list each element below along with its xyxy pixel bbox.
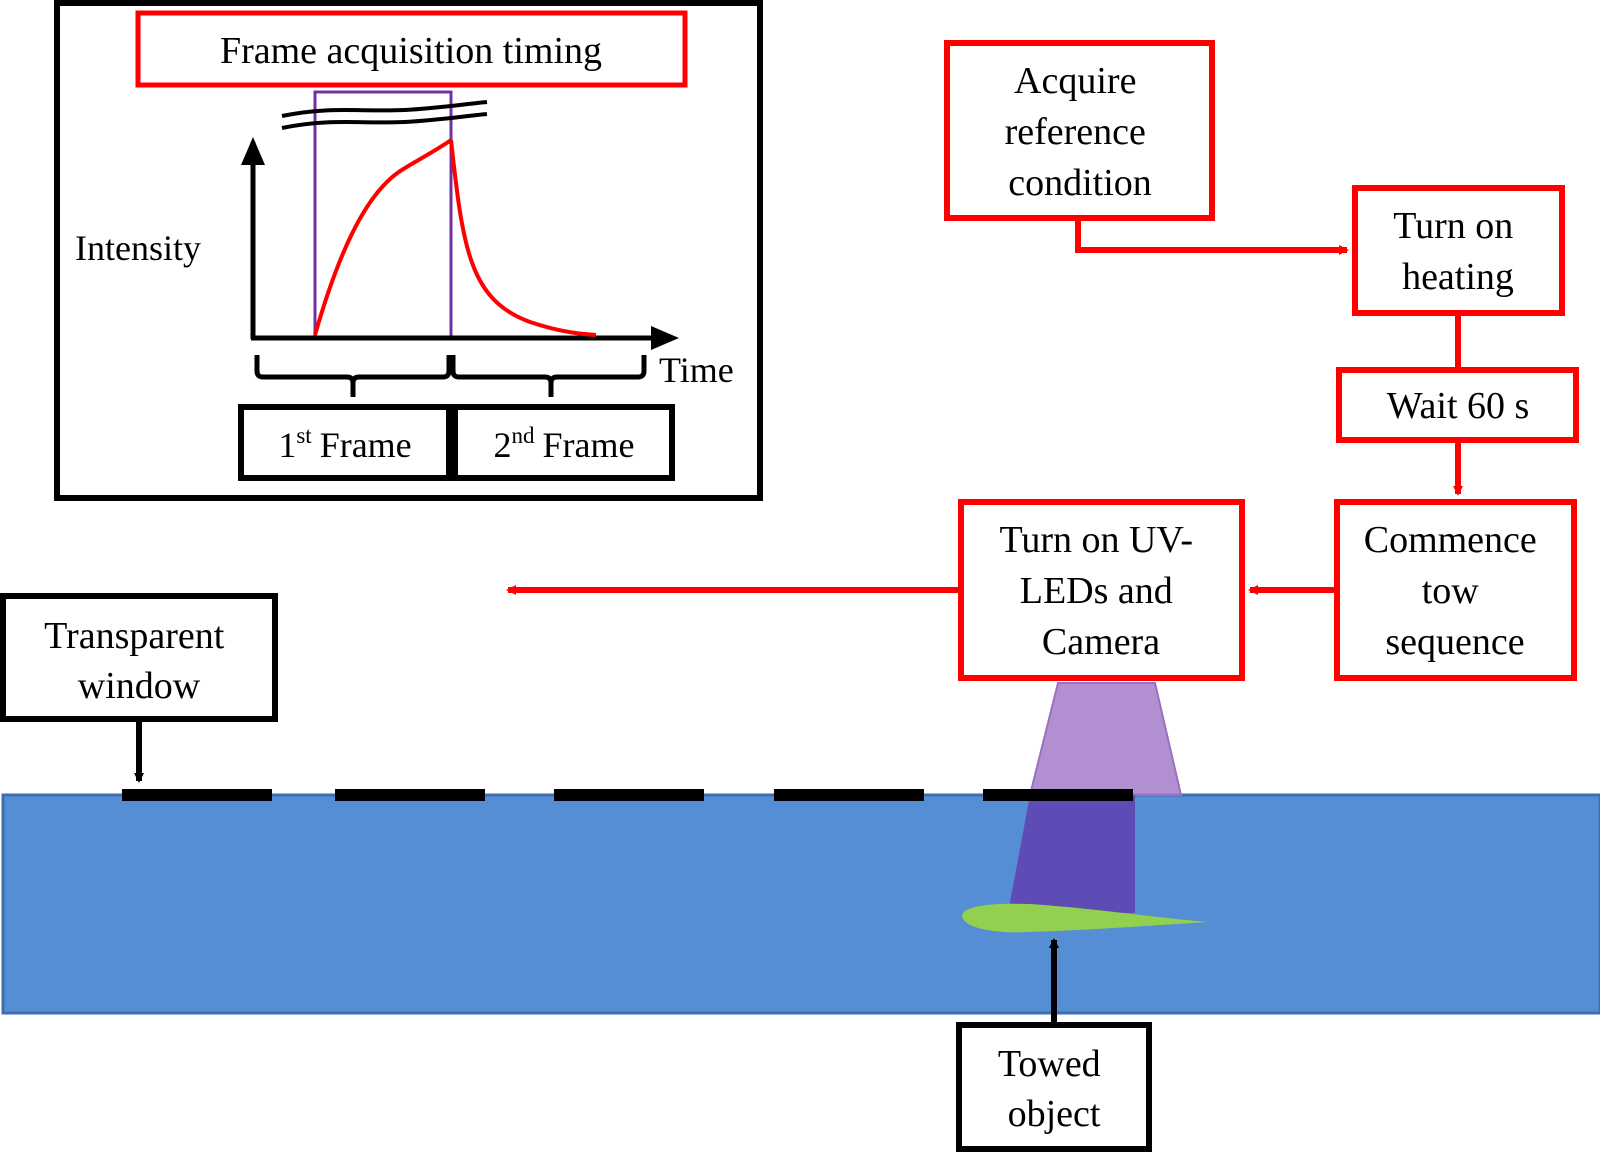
- wait-box: [1336, 367, 1579, 443]
- uv-light-beam-water: [1008, 795, 1135, 913]
- inset-title-box: [135, 10, 688, 88]
- x-axis-arrowhead: [651, 326, 679, 350]
- frame1-brace: [254, 355, 452, 397]
- uv-light-cone-upper: [1028, 682, 1183, 796]
- frame2-brace: [450, 355, 647, 397]
- acquire-reference-box: [944, 40, 1215, 221]
- intensity-curve-decay: [449, 139, 597, 337]
- turn-on-heating-label: Turn on heating: [1393, 205, 1523, 298]
- acquire-reference-label: Acquire reference condition: [1005, 60, 1156, 204]
- frame1-label: 1st Frame: [278, 423, 411, 465]
- transparent-window-box: [0, 593, 278, 722]
- y-axis-label: Intensity: [75, 228, 201, 268]
- arrow-acquire-to-heating: [1075, 218, 1349, 255]
- y-axis-arrowhead: [241, 137, 265, 165]
- uv-camera-box: [958, 499, 1245, 681]
- frame2-number: 2: [494, 425, 512, 465]
- axis-break-mark: [281, 112, 488, 130]
- frame2-suffix: nd: [512, 423, 536, 448]
- frame1-number: 1: [278, 425, 296, 465]
- frame1-suffix: st: [296, 423, 312, 448]
- frame2-box: [452, 404, 675, 481]
- frame1-word: Frame: [320, 425, 412, 465]
- axis-break-mark: [281, 100, 488, 118]
- uv-camera-label: Turn on UV- LEDs and Camera: [999, 519, 1202, 663]
- turn-on-heating-box: [1352, 185, 1565, 316]
- frame2-label: 2nd Frame: [494, 423, 635, 465]
- wait-label: Wait 60 s: [1387, 385, 1530, 427]
- transparent-window-label: Transparent window: [44, 615, 234, 707]
- water-tank: [1, 793, 1600, 1015]
- commence-tow-box: [1334, 499, 1577, 681]
- frame2-word: Frame: [543, 425, 635, 465]
- inset-title: Frame acquisition timing: [220, 30, 602, 72]
- towed-object-label: Towed object: [998, 1043, 1110, 1135]
- intensity-curve-rise: [313, 138, 453, 336]
- towed-object-airfoil: [962, 903, 1208, 933]
- frame1-box: [238, 404, 452, 481]
- commence-tow-label: Commence tow sequence: [1364, 519, 1547, 663]
- x-axis-label: Time: [659, 350, 734, 390]
